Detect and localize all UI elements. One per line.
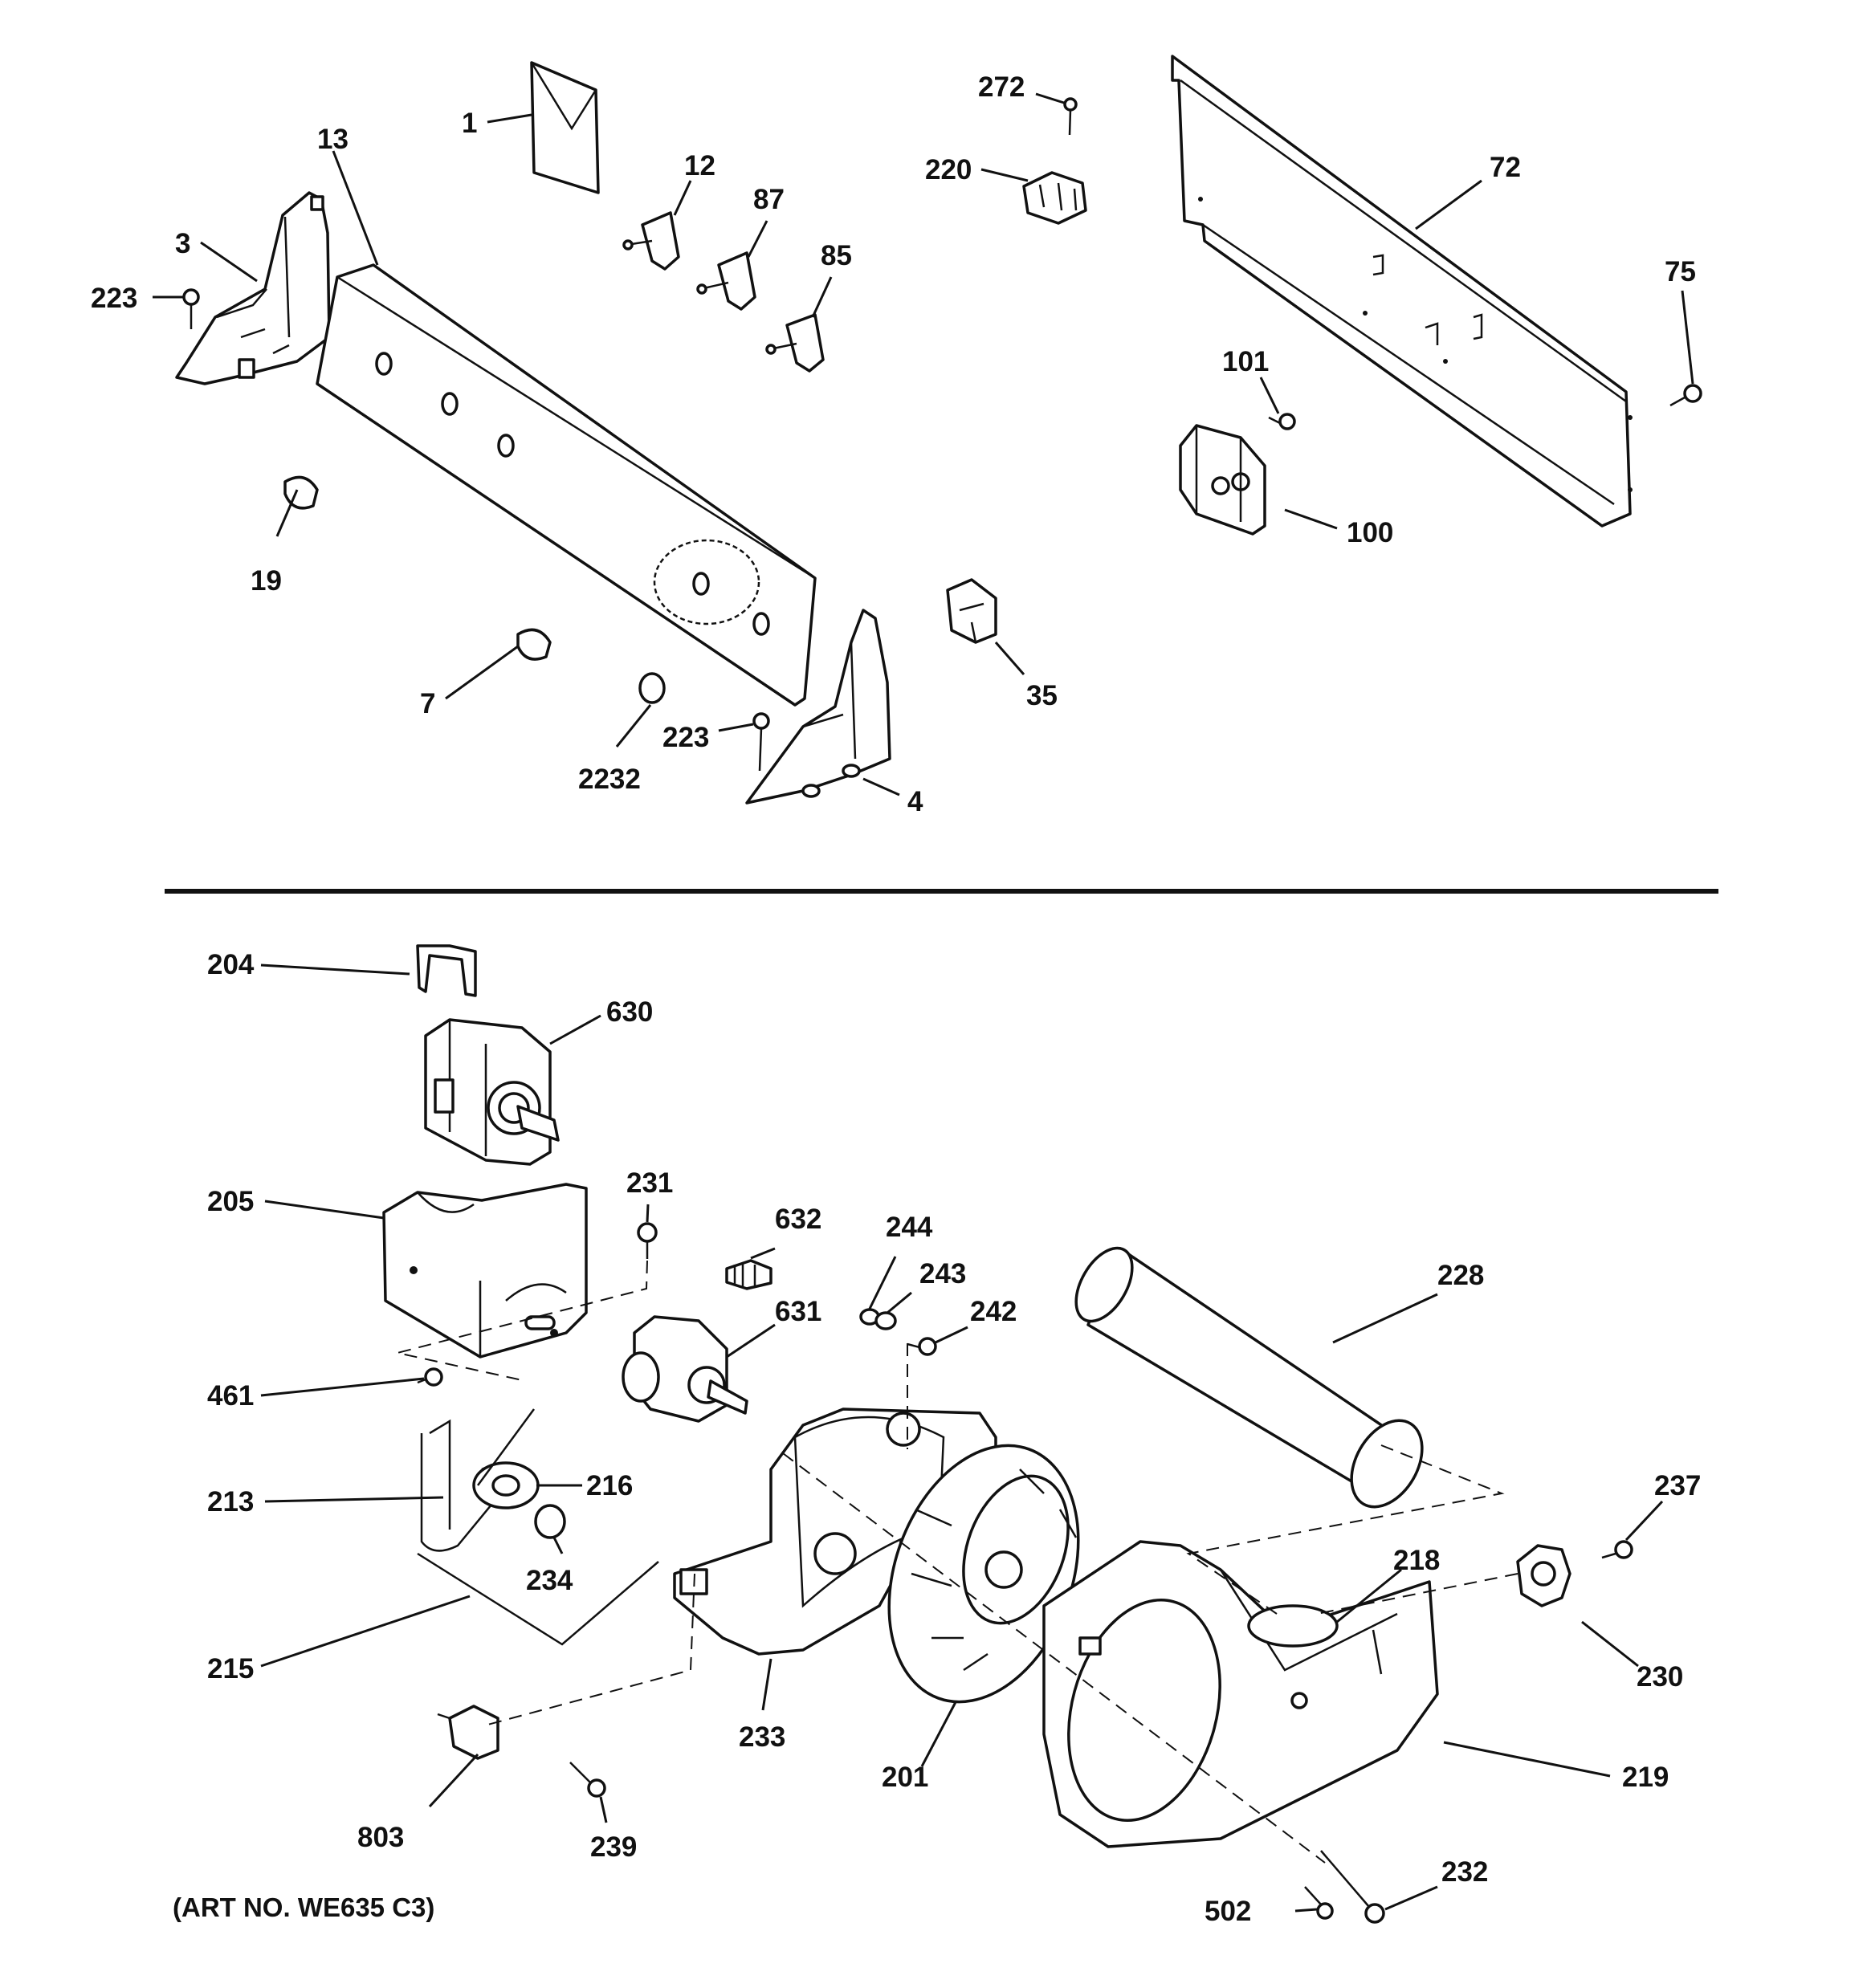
callout-461: 461 xyxy=(207,1380,254,1412)
callout-19: 19 xyxy=(251,565,282,597)
part-231-screw xyxy=(637,1222,658,1259)
callout-243: 243 xyxy=(919,1258,966,1289)
part-230-thermostat xyxy=(1516,1544,1571,1607)
leader-lines xyxy=(153,92,1694,1913)
callout-35: 35 xyxy=(1026,680,1058,711)
callout-233: 233 xyxy=(739,1721,785,1753)
callout-630: 630 xyxy=(606,996,653,1028)
part-100-timer xyxy=(1179,424,1266,536)
part-204-clip xyxy=(416,944,477,997)
callout-85: 85 xyxy=(821,240,852,271)
part-2232-button xyxy=(638,672,666,704)
callout-201: 201 xyxy=(882,1762,928,1793)
callout-7: 7 xyxy=(420,688,435,719)
callout-220: 220 xyxy=(925,154,972,185)
callout-4: 4 xyxy=(907,786,923,817)
callout-231: 231 xyxy=(626,1167,673,1199)
callout-216: 216 xyxy=(586,1470,633,1501)
part-215-spring-wire xyxy=(417,1552,659,1646)
part-35-switch xyxy=(946,578,997,644)
callout-223: 223 xyxy=(662,722,709,753)
callout-12: 12 xyxy=(684,150,715,181)
part-75-screw xyxy=(1669,384,1702,407)
assembly-dashed-lines xyxy=(397,1260,1518,1864)
part-223-screw-right xyxy=(752,712,770,772)
part-216-idler-pulley xyxy=(472,1408,540,1509)
part-220-terminal-block xyxy=(1022,171,1087,225)
callout-502: 502 xyxy=(1205,1896,1251,1927)
part-228-duct xyxy=(1074,1246,1424,1509)
part-232-bolt xyxy=(1320,1850,1385,1924)
part-272-screw xyxy=(1063,97,1078,136)
callout-218: 218 xyxy=(1393,1545,1440,1576)
part-101-screw xyxy=(1268,413,1296,430)
part-631-motor xyxy=(622,1315,748,1423)
part-87-switch xyxy=(696,251,756,311)
part-223-screw-left xyxy=(182,288,200,329)
art-number: (ART NO. WE635 C3) xyxy=(173,1892,434,1922)
part-239-screw xyxy=(569,1762,606,1798)
callout-803: 803 xyxy=(357,1822,404,1853)
part-1-envelope xyxy=(530,61,600,194)
part-242-screw xyxy=(907,1337,937,1356)
part-502-screw xyxy=(1304,1886,1334,1920)
part-461-screw xyxy=(417,1367,443,1387)
part-234-pulley xyxy=(534,1504,566,1539)
callout-219: 219 xyxy=(1622,1762,1669,1793)
part-218-seal xyxy=(1247,1604,1339,1648)
callout-230: 230 xyxy=(1637,1661,1683,1693)
part-85-switch xyxy=(765,313,825,373)
callout-242: 242 xyxy=(970,1296,1017,1327)
callout-72: 72 xyxy=(1490,152,1521,183)
callout-232: 232 xyxy=(1441,1856,1488,1888)
part-4-endcap-right xyxy=(745,609,891,805)
callout-215: 215 xyxy=(207,1653,254,1685)
callout-632: 632 xyxy=(775,1204,821,1235)
callout-13: 13 xyxy=(317,124,349,155)
part-3-endcap-left xyxy=(175,191,331,385)
callout-244: 244 xyxy=(886,1212,933,1243)
callout-75: 75 xyxy=(1665,256,1696,287)
part-13-control-panel xyxy=(316,263,817,707)
part-201-blower-wheel xyxy=(887,1444,1080,1704)
callout-2232: 2232 xyxy=(578,764,641,795)
part-630-motor xyxy=(424,1018,560,1166)
callout-87: 87 xyxy=(753,184,785,215)
callout-101: 101 xyxy=(1222,346,1269,377)
callout-237: 237 xyxy=(1654,1470,1701,1501)
part-205-motor-mount xyxy=(382,1183,588,1359)
part-19-knob xyxy=(283,475,319,510)
part-7-knob xyxy=(516,628,552,661)
callout-228: 228 xyxy=(1437,1260,1484,1291)
callout-234: 234 xyxy=(526,1565,573,1596)
part-219-blower-housing xyxy=(1042,1540,1439,1848)
part-803-fuse xyxy=(437,1705,499,1760)
callout-239: 239 xyxy=(590,1831,637,1863)
part-72-backsplash xyxy=(1171,55,1633,528)
part-237-screw xyxy=(1601,1540,1633,1559)
part-632-block xyxy=(725,1259,772,1290)
callout-272: 272 xyxy=(978,71,1025,103)
callout-223: 223 xyxy=(91,283,137,314)
callout-204: 204 xyxy=(207,949,255,980)
callout-213: 213 xyxy=(207,1486,254,1517)
callout-1: 1 xyxy=(462,108,477,139)
callout-labels: 1 13 3 223 19 7 2232 223 4 12 87 85 272 … xyxy=(91,71,1701,1927)
callout-631: 631 xyxy=(775,1296,821,1327)
callout-100: 100 xyxy=(1347,517,1393,548)
callout-3: 3 xyxy=(175,228,190,259)
callout-205: 205 xyxy=(207,1186,254,1217)
part-12-switch xyxy=(622,211,680,271)
part-243-washer xyxy=(874,1311,897,1330)
